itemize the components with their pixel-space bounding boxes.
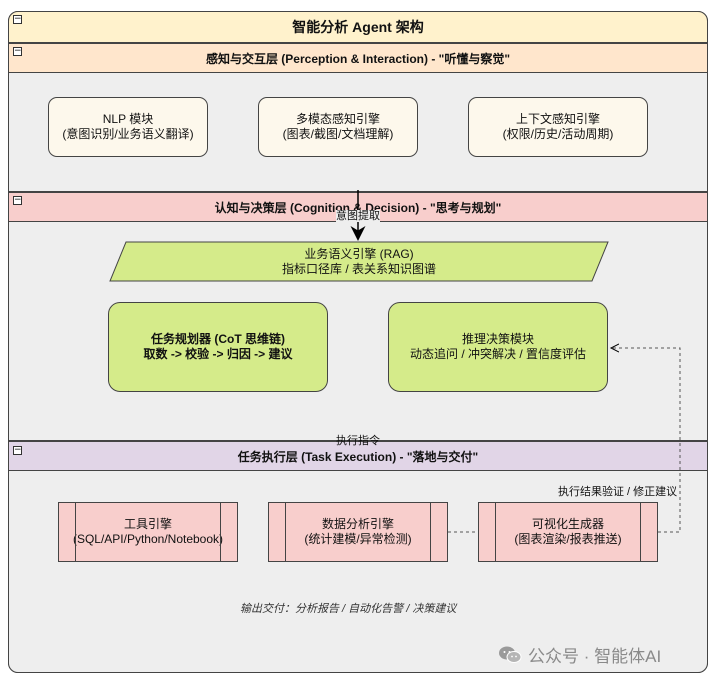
node-subtitle: (意图识别/业务语义翻译): [62, 127, 194, 141]
multimodal-perception-node: 多模态感知引擎 (图表/截图/文档理解): [258, 97, 418, 157]
tool-engine-node: 工具引擎 (SQL/API/Python/Notebook): [58, 502, 238, 562]
wechat-icon: [499, 646, 522, 663]
intent-edge-label: 意图提取: [336, 210, 380, 222]
instruction-edge-label: 执行指令: [336, 435, 380, 447]
perception-layer-header: 感知与交互层 (Perception & Interaction) - "听懂与…: [8, 43, 708, 73]
reasoning-decision-node: 推理决策模块 动态追问 / 冲突解决 / 置信度评估: [388, 302, 608, 392]
visualization-generator-node: 可视化生成器 (图表渲染/报表推送): [478, 502, 658, 562]
output-delivery-note: 输出交付：分析报告 / 自动化告警 / 决策建议: [240, 603, 457, 615]
watermark: 公众号 · 智能体AI: [498, 642, 661, 667]
diagram-title-bar: 智能分析 Agent 架构: [8, 11, 708, 43]
node-title: 数据分析引擎: [321, 517, 394, 531]
watermark-text: 公众号 · 智能体AI: [528, 647, 662, 666]
execution-layer-header: 任务执行层 (Task Execution) - "落地与交付": [8, 441, 708, 471]
node-subtitle: 取数 -> 校验 -> 归因 -> 建议: [143, 347, 293, 361]
node-subtitle: 指标口径库 / 表关系知识图谱: [281, 261, 436, 276]
collapse-execution-icon[interactable]: −: [13, 445, 22, 455]
node-subtitle: 动态追问 / 冲突解决 / 置信度评估: [409, 347, 586, 361]
collapse-perception-icon[interactable]: −: [13, 46, 22, 56]
collapse-title-icon[interactable]: −: [13, 14, 22, 24]
node-subtitle: (权限/历史/活动周期): [502, 127, 614, 141]
node-title: NLP 模块: [102, 112, 154, 126]
execution-layer-title: 任务执行层 (Task Execution) - "落地与交付": [237, 449, 479, 464]
perception-layer-title: 感知与交互层 (Perception & Interaction) - "听懂与…: [205, 51, 511, 66]
node-title: 业务语义引擎 (RAG): [304, 246, 414, 261]
node-subtitle: (图表/截图/文档理解): [282, 127, 394, 141]
node-subtitle: (统计建模/异常检测): [304, 532, 412, 546]
data-analysis-engine-node: 数据分析引擎 (统计建模/异常检测): [268, 502, 448, 562]
feedback-edge: [611, 348, 681, 533]
node-title: 上下文感知引擎: [515, 112, 600, 126]
nlp-module-node: NLP 模块 (意图识别/业务语义翻译): [48, 97, 208, 157]
feedback-edge-label: 执行结果验证 / 修正建议: [558, 486, 678, 498]
node-title: 多模态感知引擎: [295, 112, 380, 126]
node-title: 可视化生成器: [531, 517, 604, 531]
context-awareness-node: 上下文感知引擎 (权限/历史/活动周期): [468, 97, 648, 157]
task-planner-node: 任务规划器 (CoT 思维链) 取数 -> 校验 -> 归因 -> 建议: [108, 302, 328, 392]
node-title: 推理决策模块: [461, 332, 534, 346]
diagram-title: 智能分析 Agent 架构: [292, 19, 424, 35]
node-subtitle: (SQL/API/Python/Notebook): [72, 532, 224, 546]
node-subtitle: (图表渲染/报表推送): [514, 532, 622, 546]
node-title: 工具引擎: [123, 517, 172, 531]
node-title: 任务规划器 (CoT 思维链): [151, 332, 285, 346]
semantic-engine-node: 业务语义引擎 (RAG) 指标口径库 / 表关系知识图谱: [120, 242, 598, 281]
collapse-cognition-icon[interactable]: −: [13, 195, 22, 205]
